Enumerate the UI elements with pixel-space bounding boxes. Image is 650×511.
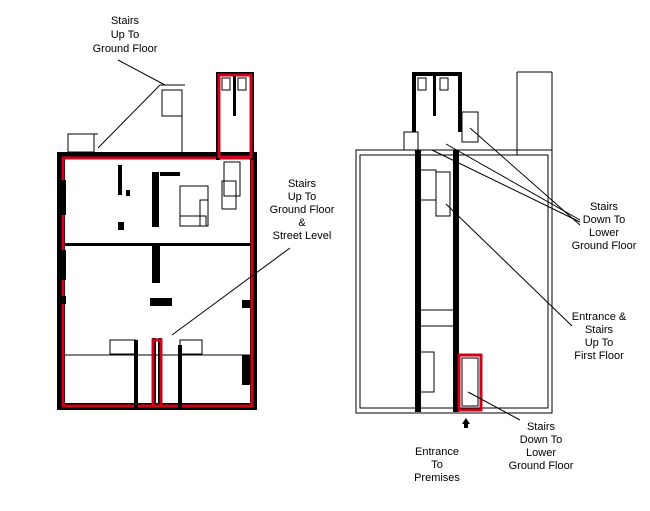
label-stairs-up-ground-street: Stairs Up To Ground Floor & Street Level — [270, 178, 335, 242]
label-entrance-stairs-first-floor: Entrance & Stairs Up To First Floor — [572, 311, 627, 362]
label-stairs-down-lower-ground-1: Stairs Down To Lower Ground Floor — [572, 201, 637, 252]
label-line: Ground Floor — [509, 460, 574, 472]
label-line: To — [431, 459, 443, 471]
lower-ground-floor-plan — [57, 72, 257, 410]
label-line: & — [298, 217, 306, 229]
label-line: Stairs — [288, 178, 317, 190]
label-line: Entrance — [415, 446, 459, 458]
label-line: Street Level — [273, 230, 332, 242]
label-line: Up To — [288, 191, 317, 203]
label-line: Stairs — [590, 201, 619, 213]
label-line: Ground Floor — [572, 240, 637, 252]
label-line: Ground Floor — [270, 204, 335, 216]
label-stairs-down-lower-ground-2: Stairs Down To Lower Ground Floor — [509, 421, 574, 472]
label-line: Premises — [414, 472, 460, 484]
label-line: Lower — [526, 447, 556, 459]
ground-floor-plan — [355, 71, 553, 428]
label-line: Down To — [583, 214, 626, 226]
label-line: Stairs — [527, 421, 556, 433]
label-line: Entrance & — [572, 311, 627, 323]
label-line: Lower — [589, 227, 619, 239]
label-line: Stairs — [111, 15, 140, 27]
label-entrance-to-premises: Entrance To Premises — [414, 446, 460, 484]
leader-lines — [117, 59, 581, 421]
label-line: Up To — [585, 337, 614, 349]
label-line: Up To — [111, 29, 140, 41]
label-line: Down To — [520, 434, 563, 446]
label-line: Ground Floor — [93, 43, 158, 55]
label-line: Stairs — [585, 324, 614, 336]
label-stairs-up-ground-floor: Stairs Up To Ground Floor — [93, 15, 158, 55]
label-line: First Floor — [574, 350, 624, 362]
